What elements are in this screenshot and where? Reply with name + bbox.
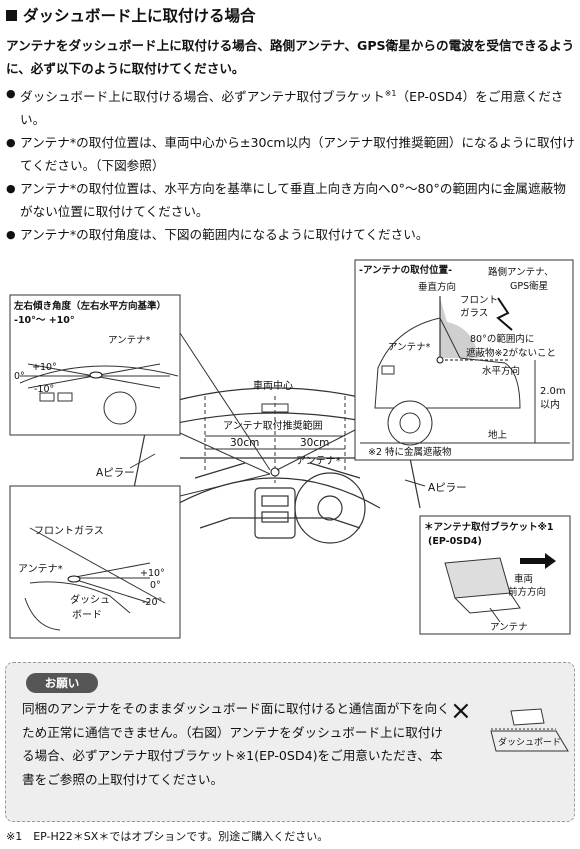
fb-minus: -20°: [142, 597, 162, 608]
pos-front2: ガラス: [460, 308, 488, 319]
notice-box: お願い 同梱のアンテナをそのままダッシュボード面に取付けると通信面が下を向くため…: [5, 662, 575, 822]
pos-title: -アンテナの取付位置-: [359, 264, 452, 276]
pos-range1: 80°の範囲内に: [470, 333, 534, 345]
antenna-center-label: アンテナ*: [296, 455, 341, 467]
heading-text: ダッシュボード上に取付ける場合: [23, 7, 256, 25]
bullet-item: ダッシュボード上に取付ける場合、必ずアンテナ取付ブラケット※1（EP-0SD4）…: [6, 82, 578, 131]
section-heading: ダッシュボード上に取付ける場合: [6, 4, 256, 26]
cm-left: 30cm: [230, 437, 259, 449]
footnote: ※1 EP-H22＊SX＊ではオプションです。別途ご購入ください。: [6, 830, 329, 843]
pos-antenna: アンテナ*: [388, 342, 431, 353]
lr-zero: 0°: [14, 371, 25, 382]
bracket-dir1: 車両: [514, 573, 533, 585]
wrong-mount-label: ダッシュボード: [498, 736, 561, 748]
bullet-item: アンテナ*の取付位置は、水平方向を基準にして垂直上向き方向へ0°～80°の範囲内…: [6, 177, 578, 223]
lr-antenna-label: アンテナ*: [108, 335, 151, 346]
pos-range2: 遮蔽物※2がないこと: [466, 347, 556, 359]
lr-plus: +10°: [32, 362, 57, 373]
lr-tilt-title: 左右傾き角度（左右水平方向基準）: [13, 300, 166, 312]
intro-text: アンテナをダッシュボード上に取付ける場合、路側アンテナ、GPS衛星からの電波を受…: [6, 38, 575, 76]
bullet-item: アンテナ*の取付位置は、車両中心から±30cm以内（アンテナ取付推奨範囲）になる…: [6, 131, 578, 177]
lr-tilt-range: -10°～ +10°: [14, 315, 75, 326]
wrong-mount-figure: × ダッシュボード: [450, 696, 569, 752]
heading-square-icon: [6, 9, 17, 21]
pos-front1: フロント: [460, 295, 498, 306]
fb-zero: 0°: [150, 580, 161, 591]
bullet-list: ダッシュボード上に取付ける場合、必ずアンテナ取付ブラケット※1（EP-0SD4）…: [6, 82, 578, 246]
pos-note: ※2 特に金属遮蔽物: [368, 446, 452, 458]
pos-height1: 2.0m: [540, 386, 566, 397]
pos-vertical: 垂直方向: [418, 281, 456, 293]
fb-dash2: ボード: [72, 609, 102, 621]
center-label: 車両中心: [253, 379, 293, 392]
cm-right: 30cm: [300, 437, 329, 449]
bracket-antenna: アンテナ: [490, 622, 528, 633]
fb-plus: +10°: [140, 568, 165, 579]
notice-text: 同梱のアンテナをそのままダッシュボード面に取付けると通信面が下を向くため正常に通…: [22, 701, 450, 787]
fb-tilt-box: [9, 485, 181, 639]
fb-glass-label: フロントガラス: [34, 525, 104, 537]
pos-roadside1: 路側アンテナ、: [488, 266, 554, 278]
position-box: [354, 259, 574, 461]
installation-diagram: 車両中心 アンテナ取付推奨範囲 30cm 30cm アンテナ* Aピラー Aピラ…: [9, 259, 574, 639]
a-pillar-left: Aピラー: [96, 467, 135, 479]
bracket-model: (EP-0SD4): [428, 536, 482, 547]
pos-height2: 以内: [540, 398, 560, 411]
a-pillar-right: Aピラー: [428, 482, 467, 494]
fb-antenna-label: アンテナ*: [18, 563, 63, 575]
lr-tilt-box: [9, 294, 181, 436]
lr-minus: -10°: [34, 384, 54, 395]
notice-badge: お願い: [26, 673, 98, 693]
fb-dash1: ダッシュ: [70, 593, 110, 606]
pos-roadside2: GPS衛星: [510, 280, 548, 292]
bracket-title: ＊アンテナ取付ブラケット※1: [424, 521, 553, 533]
bullet-item: アンテナ*の取付角度は、下図の範囲内になるように取付けてください。: [6, 223, 578, 246]
wrong-mark-icon: ×: [450, 696, 472, 726]
recommended-range-label: アンテナ取付推奨範囲: [223, 419, 323, 432]
bracket-dir2: 前方方向: [508, 586, 546, 598]
pos-ground: 地上: [488, 429, 508, 441]
pos-horizontal: 水平方向: [482, 365, 520, 377]
